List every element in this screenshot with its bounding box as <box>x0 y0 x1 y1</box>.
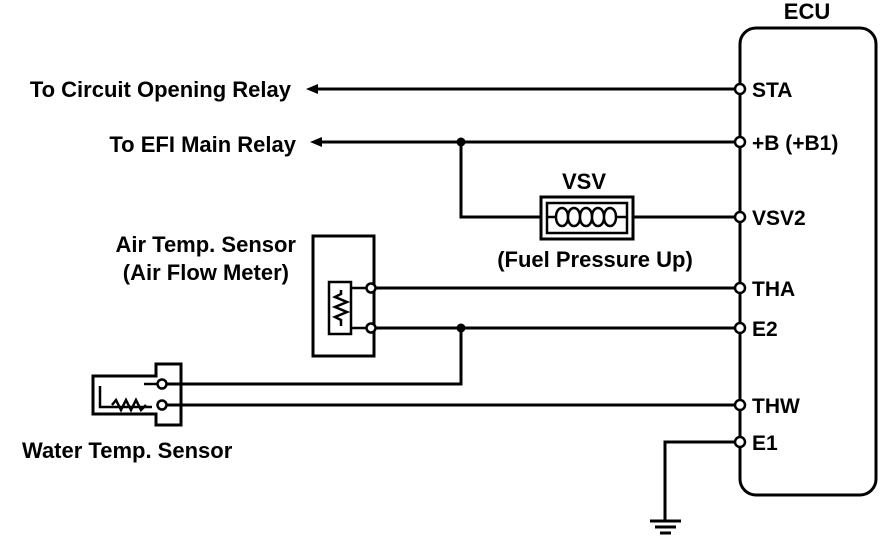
vsv-solenoid <box>539 195 635 241</box>
wire-water-sensor-ground <box>164 328 463 386</box>
pin-sta: STA <box>752 79 792 102</box>
air-flow-meter-label: (Air Flow Meter) <box>123 260 289 285</box>
terminal-e1 <box>733 435 747 449</box>
air-temp-sensor <box>311 234 377 358</box>
terminal-tha <box>733 281 747 295</box>
ground-icon <box>650 519 681 535</box>
terminal-thw <box>733 398 747 412</box>
circuit-opening-relay-label: To Circuit Opening Relay <box>30 77 292 102</box>
terminal-e2 <box>733 321 747 335</box>
water-temp-sensor <box>91 362 183 427</box>
efi-main-relay-label: To EFI Main Relay <box>109 132 296 157</box>
pin-b: +B (+B1) <box>752 132 838 155</box>
terminal-vsv2 <box>733 210 747 224</box>
pin-thw: THW <box>752 395 800 418</box>
arrow-efi-main-relay <box>310 137 322 147</box>
vsv-label: VSV <box>562 169 606 194</box>
pin-tha: THA <box>752 278 795 301</box>
terminal-sta <box>733 82 747 96</box>
wire-e1 <box>663 440 737 520</box>
pin-vsv2: VSV2 <box>752 207 806 230</box>
pin-e2: E2 <box>752 318 778 341</box>
air-temp-sensor-label: Air Temp. Sensor <box>115 232 296 257</box>
terminal-b <box>733 135 747 149</box>
fuel-pressure-up-label: (Fuel Pressure Up) <box>497 247 693 272</box>
ecu-box <box>738 26 878 497</box>
ecu-title: ECU <box>784 0 830 24</box>
pin-e1: E1 <box>752 432 778 455</box>
arrow-circuit-opening-relay <box>306 84 318 94</box>
wire-vsv-feed <box>459 142 541 219</box>
water-temp-sensor-label: Water Temp. Sensor <box>22 438 233 463</box>
